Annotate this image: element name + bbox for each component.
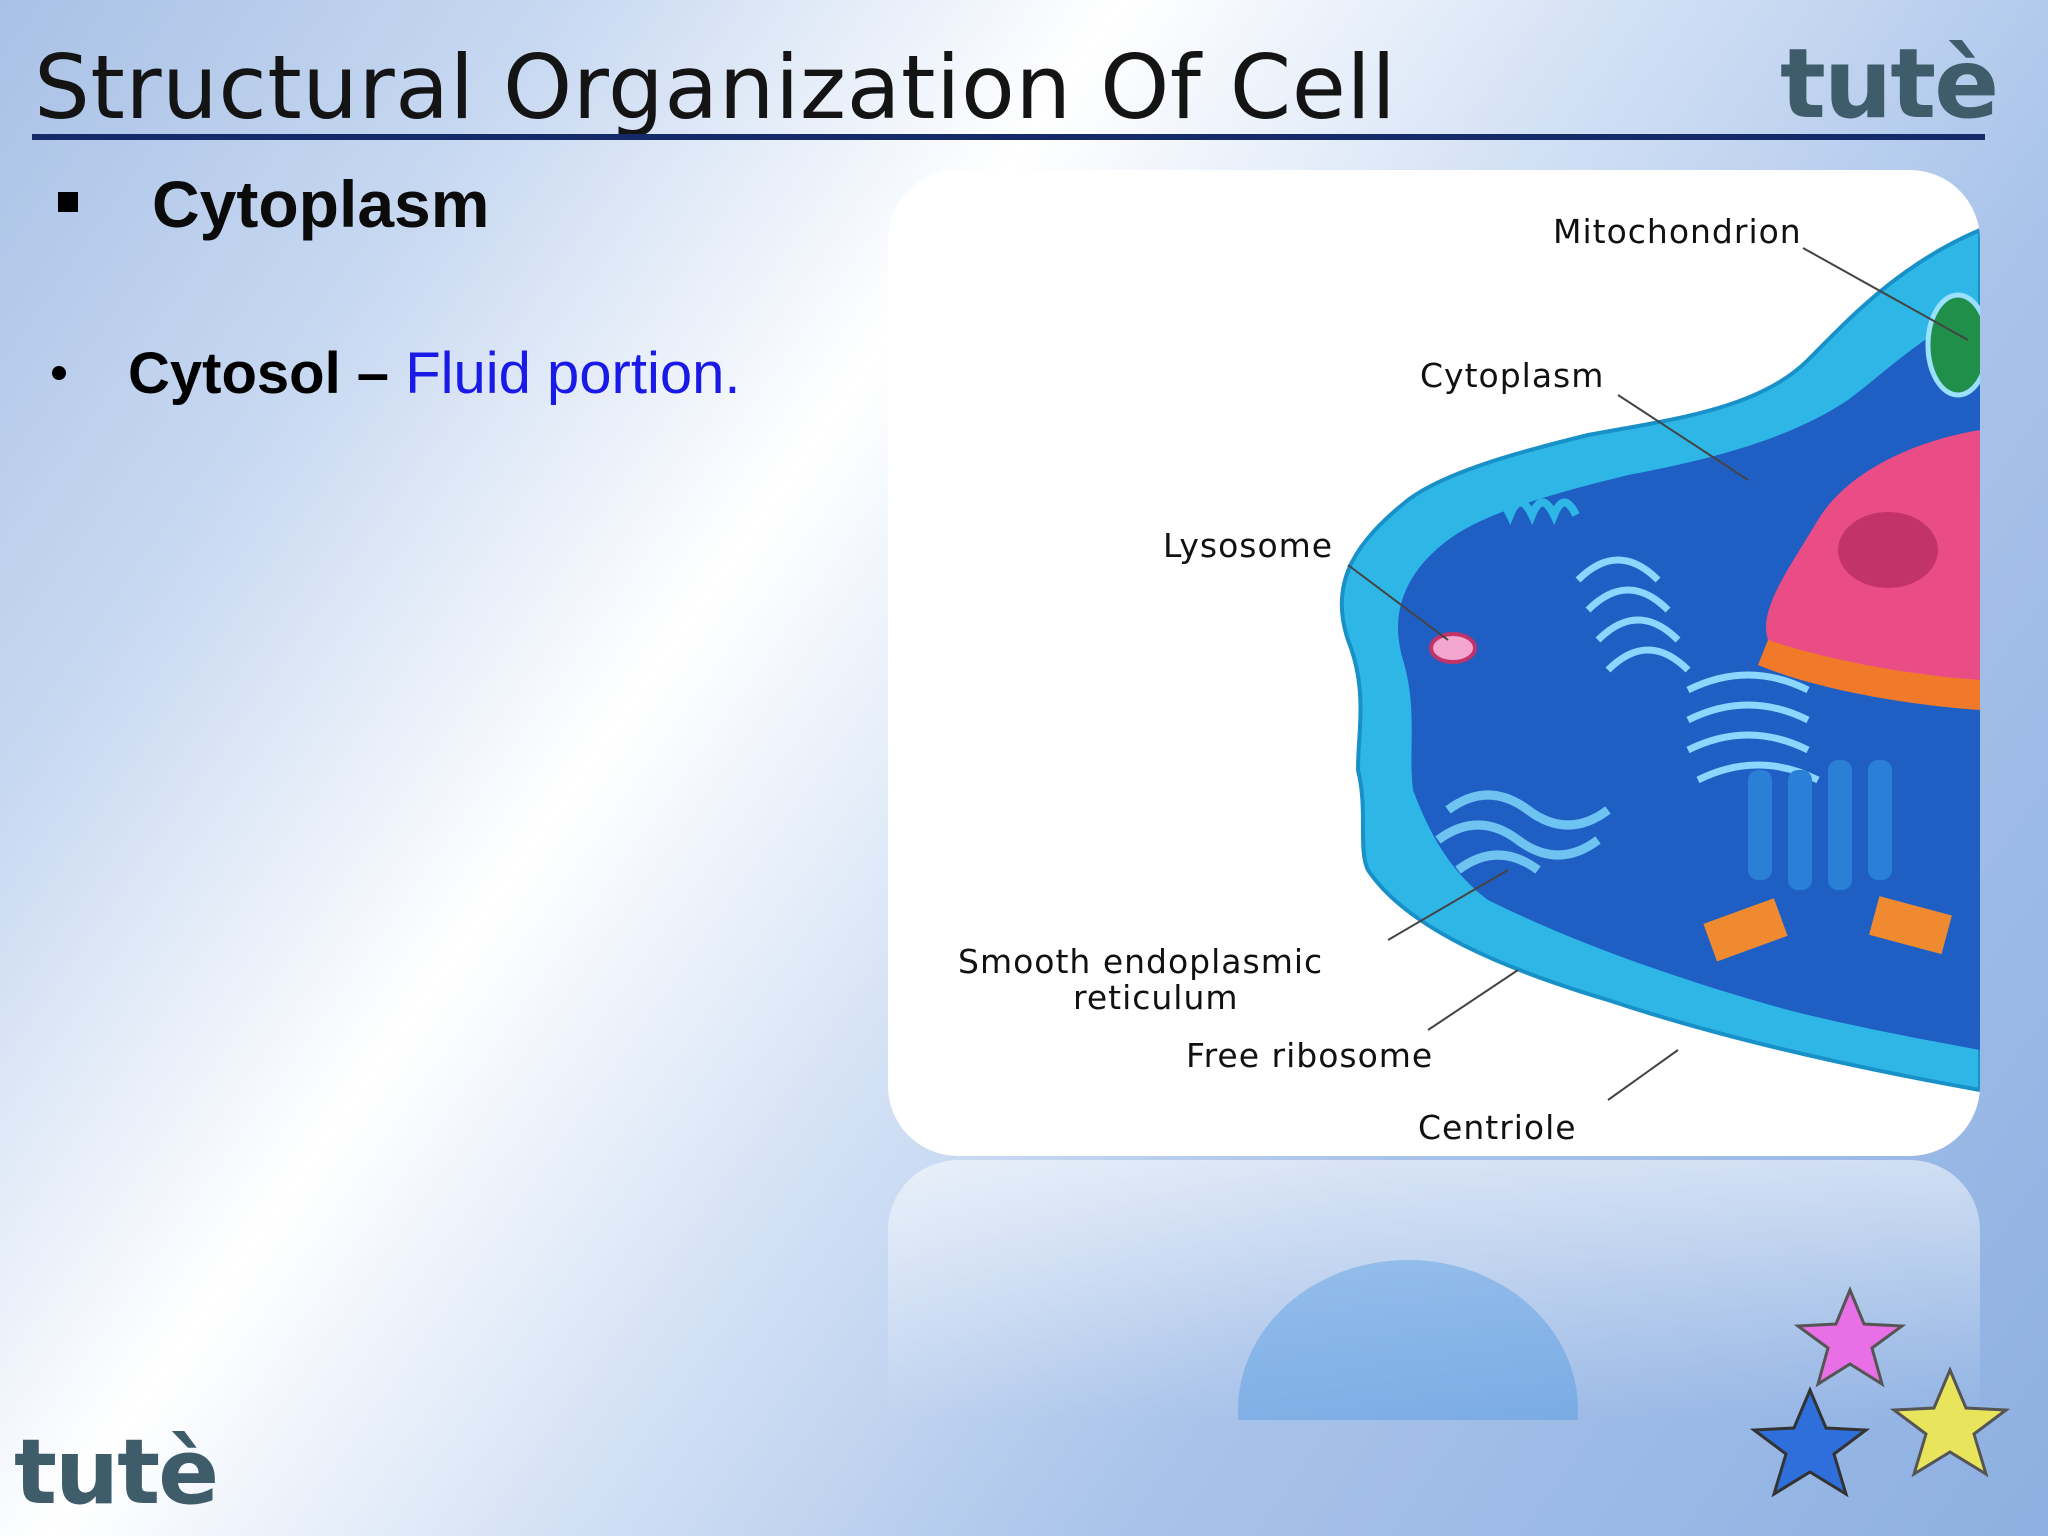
- title-underline: [32, 134, 1985, 140]
- cell-diagram: Mitochondrion Cytoplasm Lysosome Smooth …: [888, 170, 1980, 1156]
- cell-illustration: [1339, 227, 1980, 1101]
- label-lysosome: Lysosome: [1163, 526, 1334, 565]
- diagram-reflection: [888, 1160, 1980, 1420]
- round-bullet-icon: [52, 366, 66, 380]
- bullet-term: Cytosol –: [128, 341, 390, 406]
- section-heading: Cytoplasm: [152, 167, 490, 241]
- label-smooth-er-line2: reticulum: [1073, 978, 1239, 1017]
- label-mitochondrion: Mitochondrion: [1553, 212, 1802, 251]
- label-centriole: Centriole: [1418, 1108, 1577, 1147]
- bullet-point: Cytosol – Fluid portion.: [128, 340, 740, 407]
- brand-logo-top: tutè: [1780, 28, 1999, 140]
- label-smooth-er-line1: Smooth endoplasmic: [958, 942, 1324, 981]
- decorative-stars-icon: [1749, 1286, 2011, 1498]
- label-cytoplasm: Cytoplasm: [1420, 356, 1605, 395]
- bullet-description: Fluid portion.: [405, 341, 741, 406]
- slide-title: Structural Organization Of Cell: [34, 36, 1397, 139]
- brand-logo-bottom: tutè: [14, 1420, 219, 1525]
- square-bullet-icon: [58, 192, 78, 212]
- label-free-ribosome: Free ribosome: [1186, 1036, 1434, 1075]
- reflection-illustration: [1238, 1260, 1578, 1420]
